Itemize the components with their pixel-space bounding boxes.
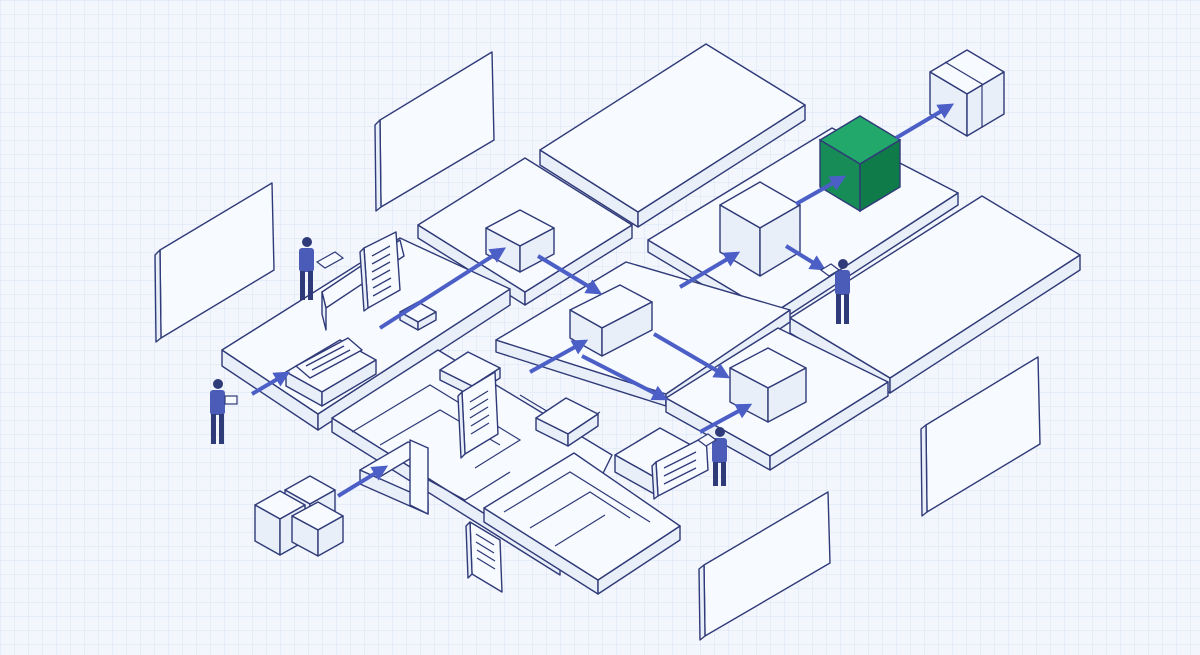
floating-panel-top-left: [374, 51, 495, 212]
arrow-icon: [536, 254, 603, 295]
cube-icon: [485, 209, 555, 273]
slab-lower: [535, 397, 599, 447]
document-icon: [359, 231, 401, 312]
floating-panel-bottom: [698, 491, 831, 641]
arrow-icon: [678, 251, 741, 289]
cube-icon: [569, 284, 653, 357]
person-icon: [210, 379, 238, 444]
arrow-icon: [699, 403, 753, 434]
floating-panel-left: [154, 182, 275, 343]
slab-small-left: [399, 301, 437, 331]
person-icon: [696, 427, 727, 486]
arrow-icon: [250, 371, 291, 396]
document-icon: [295, 337, 363, 379]
arrow-icon: [581, 354, 669, 401]
highlight-cube-icon: [818, 115, 902, 213]
arrow-icon: [652, 332, 731, 379]
person-icon: [299, 237, 345, 300]
arrow-icon: [336, 465, 389, 498]
arrow-icon: [784, 244, 827, 271]
cube-icon: [729, 347, 807, 423]
platform-top-wide: [539, 43, 806, 228]
arrow-icon: [378, 247, 507, 330]
person-icon: [819, 259, 850, 324]
maze-section-bottom: [483, 452, 681, 595]
document-icon: [457, 371, 499, 459]
arrow-icon: [529, 339, 589, 374]
floating-panel-right: [920, 356, 1041, 517]
cube-icon: [719, 181, 801, 277]
document-icon: [651, 435, 709, 500]
arrow-icon: [795, 175, 847, 206]
cube-stack-bottom-left: [254, 475, 344, 557]
document-icon: [465, 521, 503, 593]
arrow-icon: [894, 103, 955, 140]
